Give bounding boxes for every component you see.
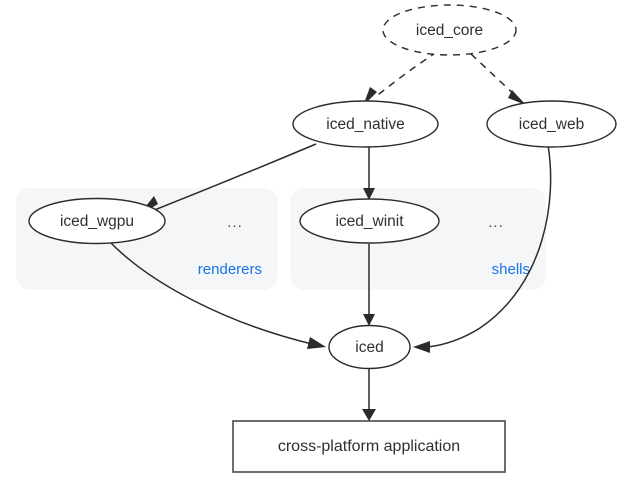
node-iced-web-shape	[486, 100, 617, 148]
node-iced-core[interactable]: iced_core	[382, 4, 517, 56]
node-iced-winit-label: iced_winit	[335, 213, 404, 230]
edge-iced-wgpu-to-iced	[109, 241, 313, 345]
node-iced-web[interactable]: iced_web	[486, 100, 617, 148]
cluster-shells-label: shells	[492, 261, 530, 278]
arrowhead-iced-core-to-iced-web	[508, 90, 526, 105]
cluster-renderers-label: renderers	[198, 261, 262, 278]
node-iced-native[interactable]: iced_native	[292, 100, 439, 148]
edge-iced-core-to-iced-native	[373, 51, 438, 99]
node-cross-platform-application-label: cross-platform application	[278, 438, 460, 455]
cluster-renderers-ellipsis: ...	[227, 214, 243, 231]
node-iced[interactable]: iced	[328, 324, 411, 370]
node-iced-wgpu-label: iced_wgpu	[60, 213, 134, 230]
edge-iced-core-to-iced-web	[470, 53, 519, 99]
node-iced-shape	[328, 324, 411, 370]
edge-iced-web-to-iced	[427, 144, 552, 348]
node-iced-wgpu-shape	[28, 197, 166, 245]
node-iced-winit-shape	[299, 198, 440, 244]
node-iced-core-shape	[382, 4, 517, 56]
node-iced-wgpu[interactable]: iced_wgpu	[28, 197, 166, 245]
node-iced-label: iced	[355, 339, 383, 356]
node-iced-winit[interactable]: iced_winit	[299, 198, 440, 244]
arrowhead-iced-to-application	[362, 409, 376, 421]
arrowhead-iced-winit-to-iced	[363, 314, 375, 326]
node-cross-platform-application[interactable]: cross-platform application	[232, 420, 506, 473]
node-iced-native-label: iced_native	[326, 116, 404, 133]
node-iced-core-label: iced_core	[416, 22, 483, 39]
node-cross-platform-application-shape	[232, 420, 506, 473]
arrowhead-iced-wgpu-to-iced	[307, 337, 326, 349]
node-iced-native-shape	[292, 100, 439, 148]
edge-iced-native-to-iced-wgpu	[151, 143, 317, 212]
cluster-shells-ellipsis: ...	[488, 214, 504, 231]
node-iced-web-label: iced_web	[519, 116, 585, 133]
arrowhead-iced-native-to-iced-winit	[363, 188, 375, 200]
arrowhead-iced-web-to-iced	[413, 341, 430, 353]
